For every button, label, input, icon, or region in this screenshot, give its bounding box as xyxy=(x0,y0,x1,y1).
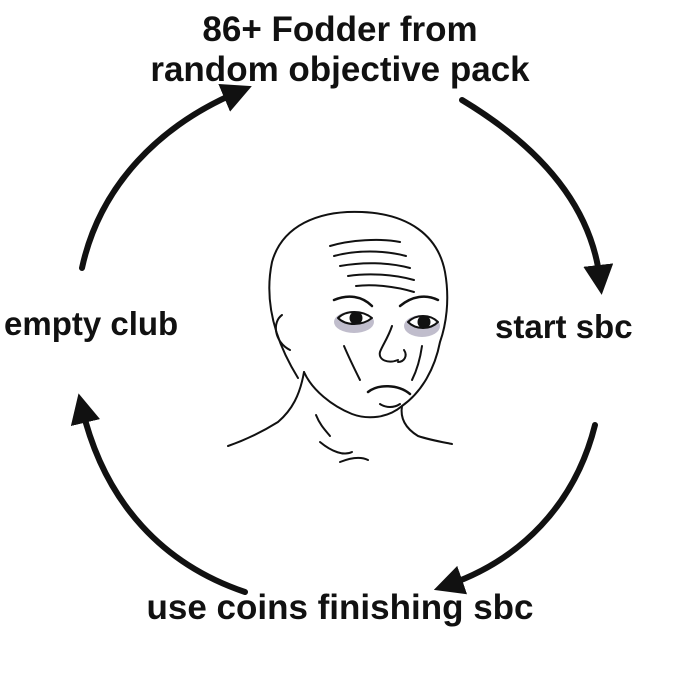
sad-wojak-face xyxy=(227,210,453,463)
head-outline xyxy=(268,210,449,419)
collarbone-right xyxy=(339,456,369,463)
forehead-wrinkle-3 xyxy=(339,262,411,269)
right-eyebrow xyxy=(398,295,440,308)
forehead-wrinkle-5 xyxy=(355,284,415,293)
bottom-cycle-step: use coins finishing sbc xyxy=(146,588,534,627)
nostril xyxy=(397,349,407,363)
left-pupil xyxy=(349,311,363,325)
neck-left xyxy=(227,371,305,447)
top-cycle-step-line-1: 86+ Fodder from xyxy=(202,10,478,49)
neck-right xyxy=(400,405,453,445)
top-cycle-step-line-2: random objective pack xyxy=(150,50,530,90)
arrow-top-to-right xyxy=(459,97,614,295)
arrow-right-to-bottom xyxy=(433,422,598,595)
frown xyxy=(366,385,412,396)
neck-crease xyxy=(315,414,331,437)
nose xyxy=(378,325,399,363)
arrow-left-to-top xyxy=(79,84,252,271)
left-eyebrow xyxy=(332,295,374,308)
collarbone-left xyxy=(319,441,353,455)
chin xyxy=(379,403,401,408)
arrow-bottom-to-left xyxy=(70,393,248,595)
right-pupil xyxy=(417,315,431,329)
right-cycle-step: start sbc xyxy=(495,308,633,345)
left-cycle-step: empty club xyxy=(4,305,179,342)
forehead-wrinkle-2 xyxy=(333,250,407,257)
right-cheek-line xyxy=(411,345,423,381)
forehead-wrinkle-1 xyxy=(329,238,401,247)
forehead-wrinkle-4 xyxy=(347,273,415,281)
left-cheek-line xyxy=(343,345,361,381)
ear xyxy=(274,314,291,351)
top-cycle-step: 86+ Fodder from random objective pack xyxy=(0,10,680,91)
